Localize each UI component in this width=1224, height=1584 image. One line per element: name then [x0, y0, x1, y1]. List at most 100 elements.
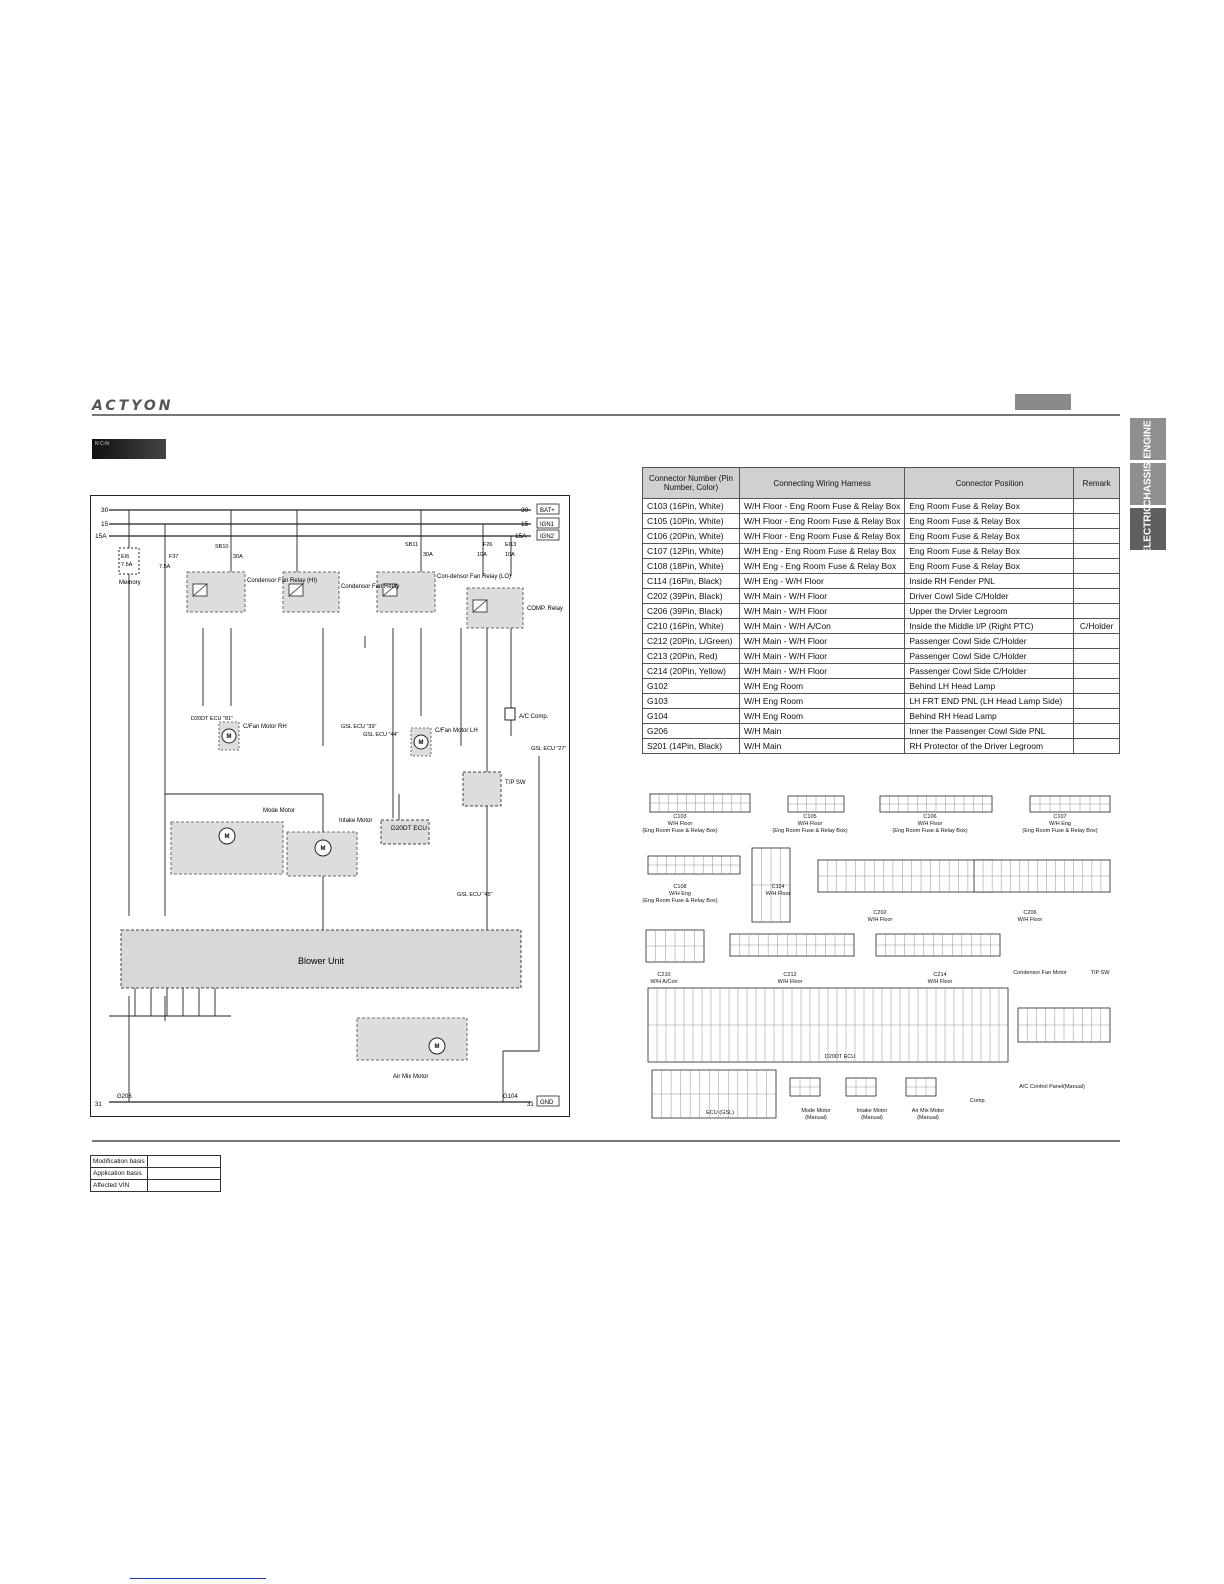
table-cell: Passenger Cowl Side C/Holder [904, 633, 1075, 649]
table-cell: C214 (20Pin, Yellow) [642, 663, 740, 679]
ecu-label: D20DT ECU [391, 825, 427, 832]
table-row: C212 (20Pin, L/Green)W/H Main - W/H Floo… [642, 633, 1120, 649]
connector-view-label: C103 [673, 814, 686, 820]
connector-view-label: (Manual) [917, 1115, 939, 1120]
table-cell: C106 (20Pin, White) [642, 528, 740, 544]
svg-text:M: M [321, 846, 326, 852]
connector-view-label: C106 [923, 814, 936, 820]
table-cell: W/H Floor - Eng Room Fuse & Relay Box [738, 528, 906, 544]
table-cell: G206 [642, 723, 740, 739]
table-cell: W/H Floor - Eng Room Fuse & Relay Box [738, 498, 906, 514]
svg-text:10A: 10A [477, 552, 487, 558]
table-cell: G104 [642, 708, 740, 724]
connector-view-label: Air Mix Motor [912, 1108, 945, 1114]
connector-view-label: (Eng Room Fuse & Relay Box) [892, 828, 967, 834]
table-cell: Eng Room Fuse & Relay Box [904, 543, 1075, 559]
blower-unit-label: Blower Unit [298, 956, 345, 966]
svg-text:10A: 10A [505, 552, 515, 558]
connector-view-label: Mode Motor [801, 1108, 831, 1114]
app-basis-label: Application basis [90, 1167, 148, 1180]
table-cell: W/H Eng Room [738, 678, 906, 694]
table-cell: W/H Main [738, 738, 906, 754]
ac-comp-label: A/C Comp. [519, 714, 549, 720]
connector-view-label: (Eng Room Fuse & Relay Box) [1022, 828, 1097, 834]
table-cell: C212 (20Pin, L/Green) [642, 633, 740, 649]
rail-30-label-right: 30 [521, 507, 529, 514]
col-connector-number: Connector Number (Pin Number, Color) [642, 467, 740, 499]
table-row: C105 (10Pin, White)W/H Floor - Eng Room … [642, 513, 1120, 529]
table-cell: Eng Room Fuse & Relay Box [904, 498, 1075, 514]
table-cell [1073, 633, 1120, 649]
table-cell: Eng Room Fuse & Relay Box [904, 558, 1075, 574]
table-cell: Behind LH Head Lamp [904, 678, 1075, 694]
motor-air-mix: Air Mix Motor [393, 1074, 428, 1080]
connector-view-label: C105 [803, 814, 816, 820]
svg-text:30A: 30A [423, 552, 433, 558]
table-row: C214 (20Pin, Yellow)W/H Main - W/H Floor… [642, 663, 1120, 679]
ign2-tag: IGN2 [540, 534, 555, 540]
table-cell: C202 (39Pin, Black) [642, 588, 740, 604]
svg-text:M: M [419, 740, 424, 746]
connector-view-label: (Manual) [861, 1115, 883, 1120]
ign1-tag: IGN1 [540, 522, 555, 528]
connector-view-label: C214 [933, 972, 946, 978]
tab-electric[interactable]: ELECTRIC [1130, 504, 1166, 554]
motor-cfan-lh: C/Fan Motor LH [435, 728, 478, 734]
wiring-diagram: 30 15 15A 30 15 15A BAT+ IGN1 IGN2 GND E… [90, 495, 570, 1117]
connector-view-label: Comp. [970, 1098, 987, 1104]
table-cell: Upper the Drvier Legroom [904, 603, 1075, 619]
svg-text:30A: 30A [233, 554, 243, 560]
relay-condensor-fan: Condensor Fan Relay [341, 584, 399, 590]
table-cell: W/H Main - W/H Floor [738, 588, 906, 604]
table-cell [1073, 723, 1120, 739]
table-cell: C206 (39Pin, Black) [642, 603, 740, 619]
ground-31-left: 31 [95, 1102, 102, 1108]
table-cell: W/H Main - W/H Floor [738, 603, 906, 619]
table-cell: RH Protector of the Driver Legroom [904, 738, 1075, 754]
gsl-ecu-27: GSL ECU "27" [531, 746, 567, 752]
connector-view-label: W/H Eng [669, 891, 691, 897]
table-cell: C114 (16Pin, Black) [642, 573, 740, 589]
table-cell: G102 [642, 678, 740, 694]
bat-tag: BAT+ [540, 508, 555, 514]
section-tag: N C-N [92, 439, 166, 459]
table-cell: W/H Eng - Eng Room Fuse & Relay Box [738, 543, 906, 559]
rail-15a-label-right: 15A [515, 533, 527, 540]
table-cell [1073, 663, 1120, 679]
table-cell: Passenger Cowl Side C/Holder [904, 663, 1075, 679]
table-cell: W/H Eng Room [738, 693, 906, 709]
gsl-ecu-44: GSL ECU "44" [363, 732, 399, 738]
rail-30-label: 30 [101, 507, 109, 514]
relay-condensor-fan-hi: Condensor Fan Relay (HI) [247, 578, 317, 584]
footer-divider [92, 1140, 1120, 1142]
table-cell [1073, 603, 1120, 619]
table-cell: W/H Main - W/H Floor [738, 633, 906, 649]
tab-chassis[interactable]: CHASSIS [1130, 462, 1166, 506]
footer-link-underline[interactable] [130, 1578, 266, 1579]
connector-view-label: A/C Control Panel(Manual) [1019, 1084, 1085, 1090]
connector-view-label: C114 [772, 884, 785, 890]
rail-15a-label: 15A [95, 533, 107, 540]
table-cell: S201 (14Pin, Black) [642, 738, 740, 754]
table-cell [1073, 648, 1120, 664]
ground-g104: G104 [503, 1094, 518, 1100]
connector-view-label: W/H Floor [766, 891, 791, 897]
header-gray-box [1015, 394, 1071, 410]
col-wiring-harness: Connecting Wiring Harness [738, 467, 906, 499]
connector-view-label: W/H Floor [798, 821, 823, 827]
table-row: C106 (20Pin, White)W/H Floor - Eng Room … [642, 528, 1120, 544]
fuse-f37: F37 [169, 554, 178, 560]
table-cell [1073, 738, 1120, 754]
ground-g206: G206 [117, 1094, 132, 1100]
motor-mode: Mode Motor [263, 808, 295, 814]
tab-engine[interactable]: ENGINE [1130, 418, 1166, 460]
connector-view-label: D20DT ECU [825, 1054, 855, 1060]
table-cell: C103 (16Pin, White) [642, 498, 740, 514]
mod-basis-label: Modification basis [90, 1155, 148, 1168]
svg-text:M: M [225, 834, 230, 840]
connector-view-label: W/H Floor [1018, 917, 1043, 923]
fuse-f26: F26 [483, 542, 492, 548]
